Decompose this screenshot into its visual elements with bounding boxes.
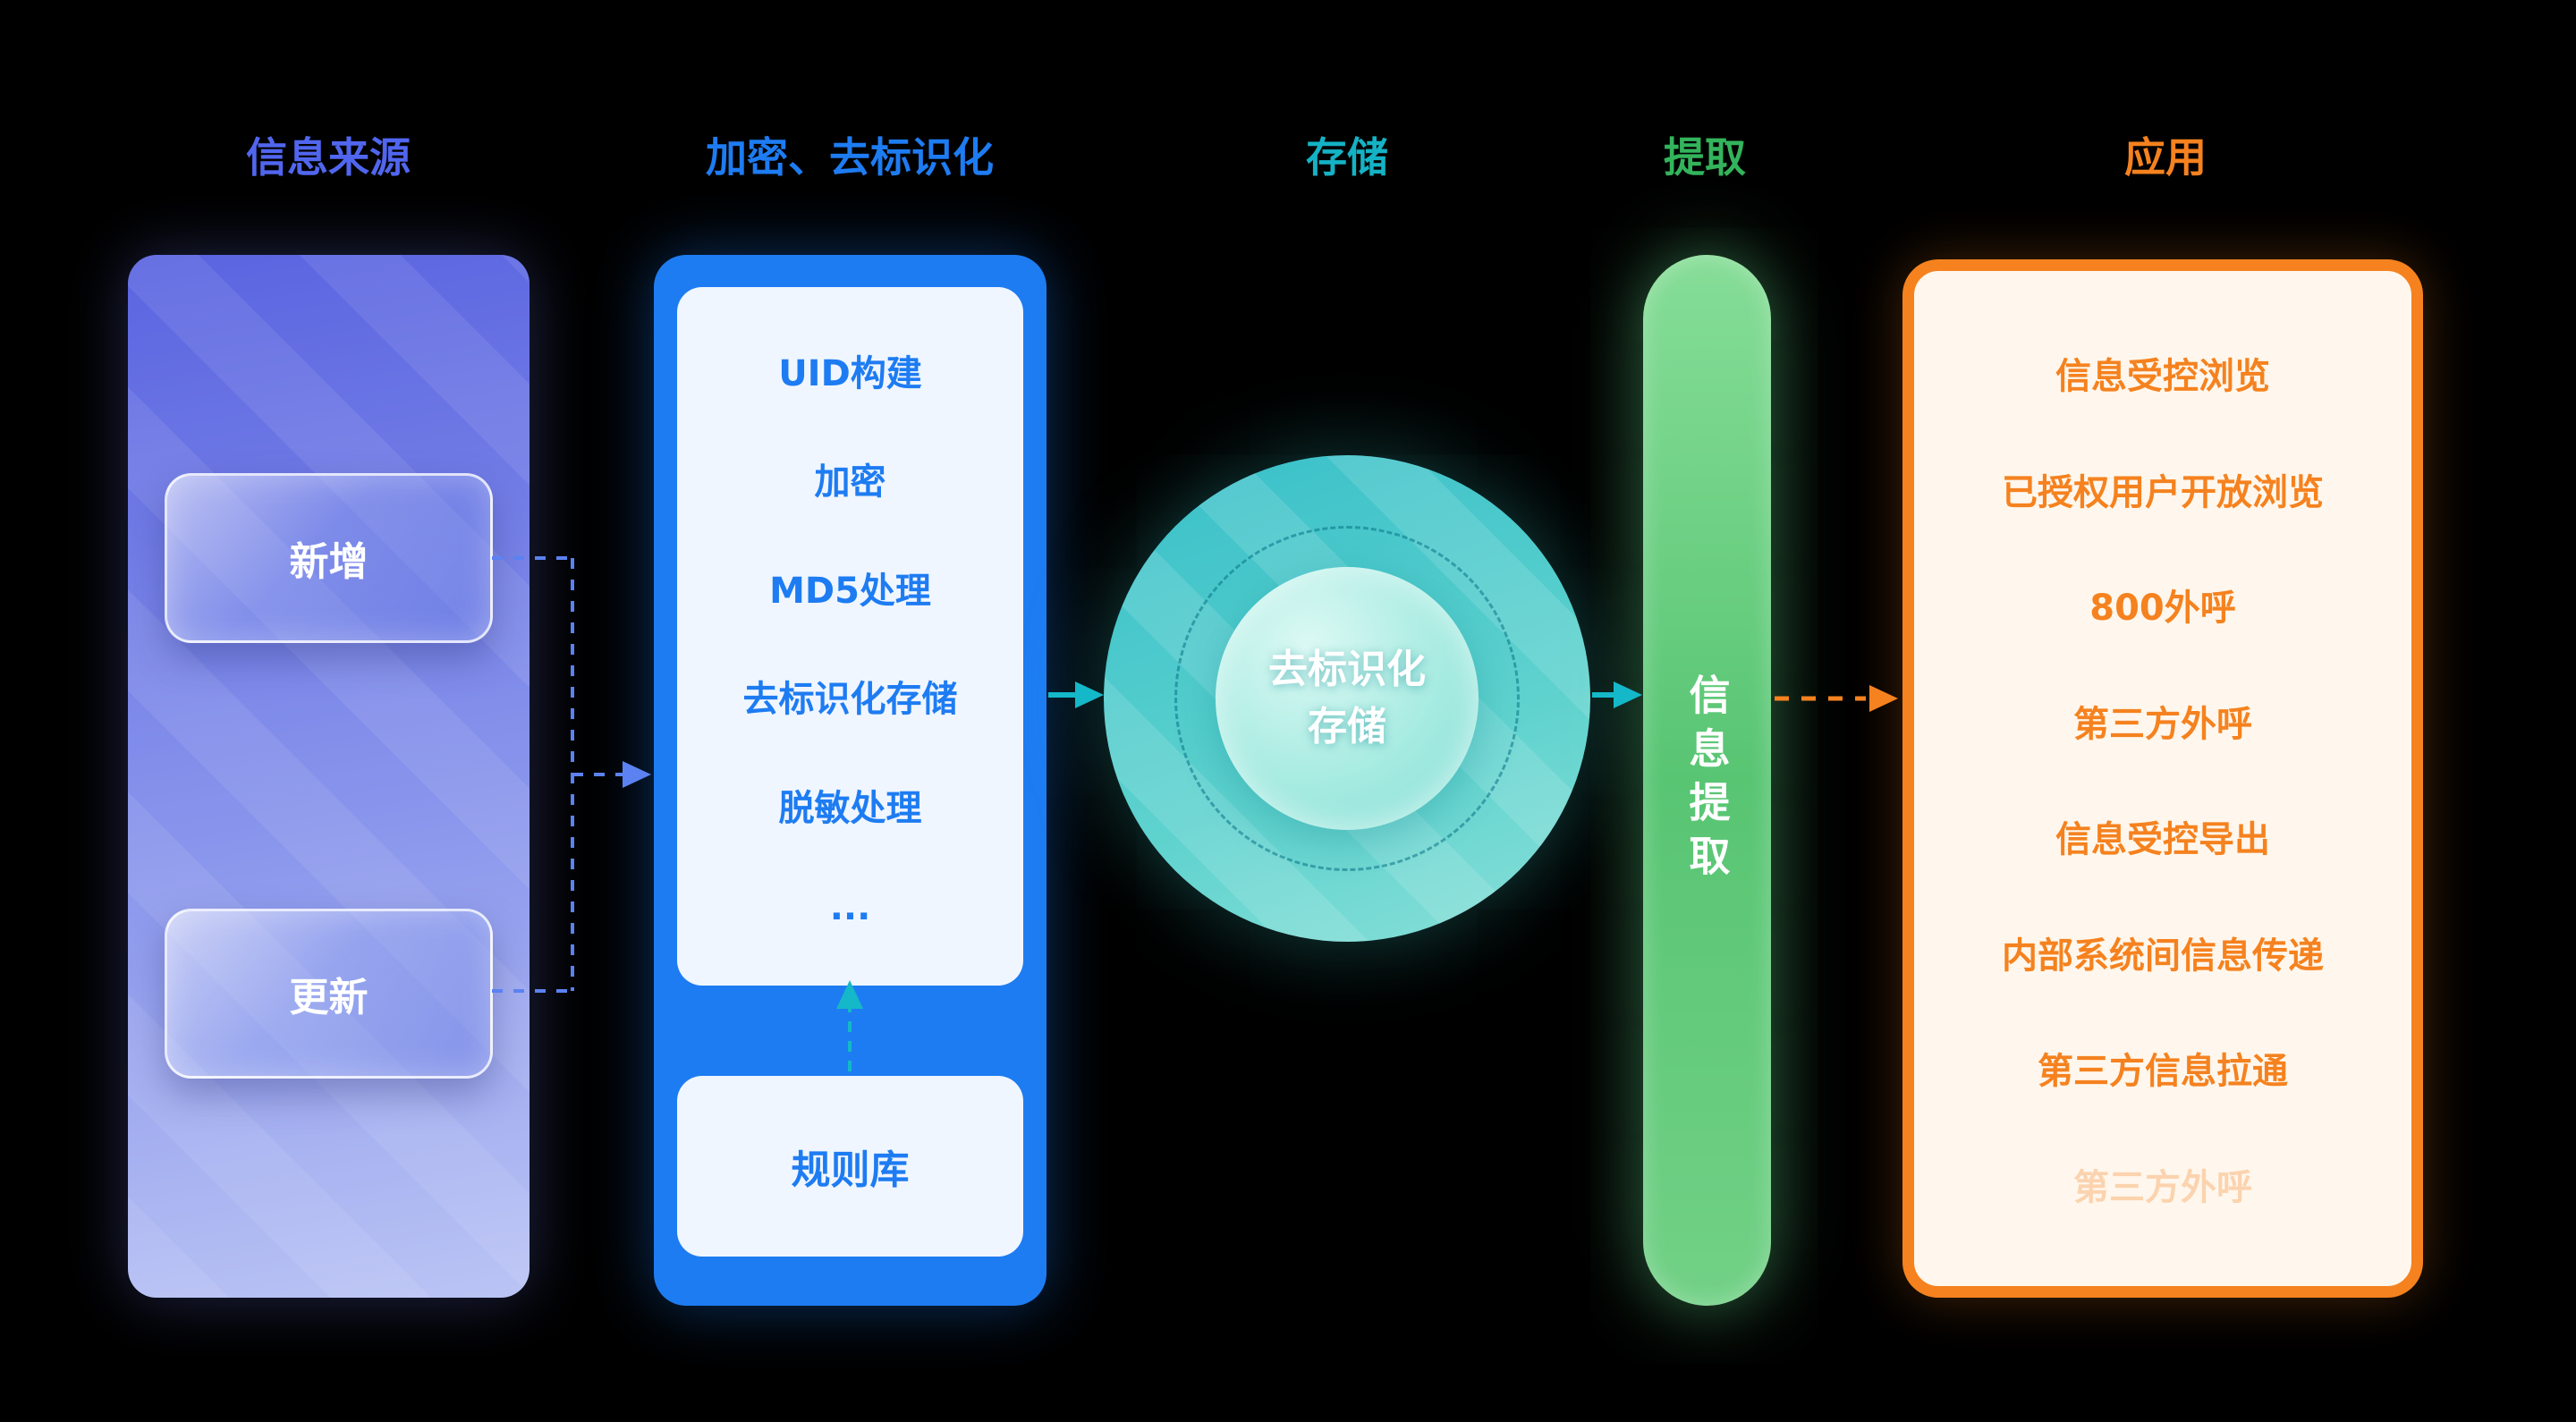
extract-bar-label: 信息提取 <box>1682 673 1732 888</box>
encrypt-step-ellipsis: ... <box>829 887 871 929</box>
storage-dashed-ring <box>1174 526 1520 871</box>
storage-circle: 去标识化 存储 <box>1104 455 1590 942</box>
extract-to-application-arrowhead <box>1869 685 1898 712</box>
source-node-add: 新增 <box>165 473 493 643</box>
encrypt-step-encrypt: 加密 <box>814 461 886 504</box>
app-item-controlled-browse: 信息受控浏览 <box>2055 356 2270 398</box>
app-item-800-call: 800外呼 <box>2089 588 2236 630</box>
encrypt-panel: UID构建 加密 MD5处理 去标识化存储 脱敏处理 ... 规则库 <box>654 255 1046 1306</box>
app-item-authorized-browse: 已授权用户开放浏览 <box>2002 471 2324 513</box>
column-header-application: 应用 <box>2124 133 2207 182</box>
app-item-controlled-export: 信息受控导出 <box>2055 819 2270 861</box>
source-node-update: 更新 <box>165 909 493 1079</box>
encrypt-step-uid: UID构建 <box>778 352 922 394</box>
storage-label-line1: 去标识化 <box>1268 647 1426 693</box>
encrypt-step-md5: MD5处理 <box>769 570 931 612</box>
column-header-encrypt: 加密、去标识化 <box>706 133 994 182</box>
app-item-thirdparty-sync: 第三方信息拉通 <box>2038 1051 2288 1093</box>
encrypt-steps-list: UID构建 加密 MD5处理 去标识化存储 脱敏处理 ... <box>677 287 1023 986</box>
encrypt-step-deid-store: 去标识化存储 <box>742 679 958 721</box>
app-item-internal-transfer: 内部系统间信息传递 <box>2002 935 2324 977</box>
column-header-extract: 提取 <box>1664 133 1746 182</box>
application-panel: 信息受控浏览 已授权用户开放浏览 800外呼 第三方外呼 信息受控导出 内部系统… <box>1902 259 2423 1298</box>
column-header-source: 信息来源 <box>246 133 411 182</box>
storage-inner-circle: 去标识化 存储 <box>1216 567 1479 830</box>
extract-bar: 信息提取 <box>1643 255 1771 1306</box>
encrypt-step-desensitize: 脱敏处理 <box>778 787 922 829</box>
source-panel: 新增 更新 <box>128 255 530 1298</box>
app-item-thirdparty-call: 第三方外呼 <box>2073 703 2252 745</box>
storage-to-extract-arrowhead <box>1614 681 1642 708</box>
storage-label-line2: 存储 <box>1308 704 1386 749</box>
column-header-storage: 存储 <box>1306 133 1388 182</box>
encrypt-to-storage-arrowhead <box>1075 681 1104 708</box>
app-item-faded-thirdparty-call: 第三方外呼 <box>2073 1166 2252 1208</box>
source-to-encrypt-arrowhead <box>623 761 651 788</box>
rule-library-box: 规则库 <box>677 1076 1023 1257</box>
